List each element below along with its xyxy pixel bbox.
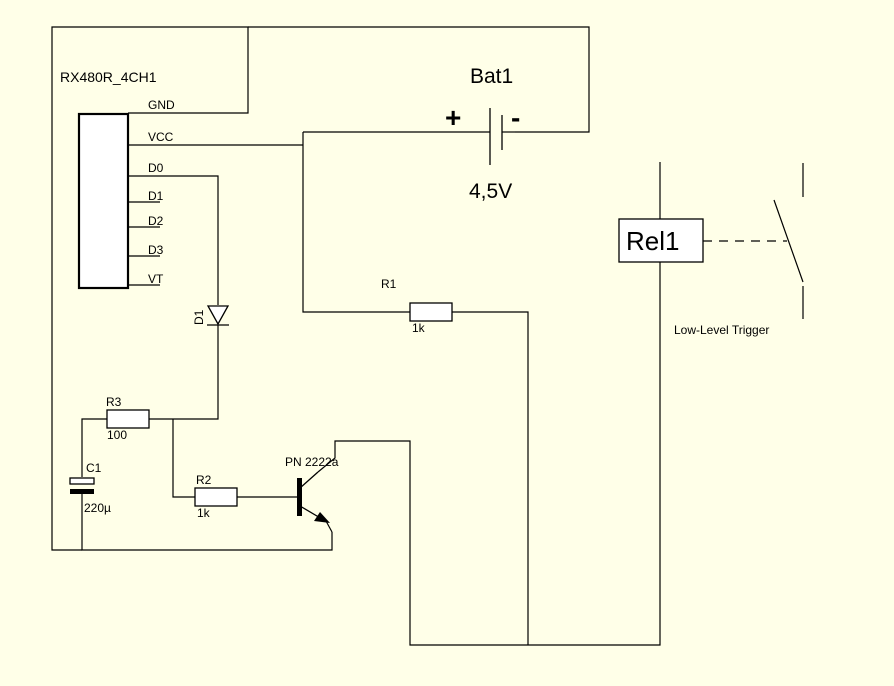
transistor-base-bar bbox=[297, 478, 302, 516]
wire-d0-diode bbox=[128, 175, 219, 305]
diode-triangle bbox=[206, 305, 230, 326]
pin-label-d0: D0 bbox=[148, 161, 164, 175]
receiver-body bbox=[77, 112, 130, 290]
r2-value: 1k bbox=[197, 506, 211, 520]
r3-value: 100 bbox=[107, 428, 127, 442]
pin-label-vt: VT bbox=[148, 272, 164, 286]
receiver-module: RX480R_4CH1 GND VCC D0 D1 D2 D3 VT bbox=[60, 69, 175, 290]
pin-label-d1: D1 bbox=[148, 189, 164, 203]
battery-voltage: 4,5V bbox=[469, 180, 512, 203]
wires bbox=[51, 26, 661, 646]
r2-body bbox=[194, 487, 238, 507]
relay-rel1: Rel1 Low-Level Trigger bbox=[618, 163, 804, 337]
c1-name: C1 bbox=[86, 461, 102, 475]
wire-vcc-r1 bbox=[302, 132, 410, 313]
pin-label-d2: D2 bbox=[148, 214, 164, 228]
pin-label-vcc: VCC bbox=[148, 130, 174, 144]
relay-note: Low-Level Trigger bbox=[674, 323, 769, 337]
r2-name: R2 bbox=[196, 473, 212, 487]
wire-battery-minus bbox=[248, 26, 590, 133]
switch-blade bbox=[773, 199, 804, 283]
r1-body bbox=[409, 302, 453, 322]
pin-label-d3: D3 bbox=[148, 243, 164, 257]
battery: Bat1 4,5V + - bbox=[445, 65, 520, 203]
r3-name: R3 bbox=[106, 395, 122, 409]
resistor-r1: R1 1k bbox=[381, 277, 453, 335]
resistor-r2: R2 1k bbox=[194, 473, 238, 520]
transistor-emitter-arrow bbox=[314, 512, 330, 523]
wire-c1-emitter bbox=[81, 494, 333, 551]
transistor-name: PN 2222a bbox=[285, 455, 339, 469]
r3-body bbox=[106, 409, 150, 429]
pin-label-gnd: GND bbox=[148, 98, 175, 112]
wire-r3-c1 bbox=[81, 418, 107, 477]
wire-gnd-loop bbox=[51, 26, 249, 551]
battery-minus-sign: - bbox=[511, 102, 520, 133]
relay-name: Rel1 bbox=[626, 226, 679, 256]
c1-value: 220µ bbox=[84, 501, 111, 515]
diode-name: D1 bbox=[192, 309, 206, 325]
transistor-emitter-lead bbox=[325, 520, 333, 533]
transistor-collector bbox=[299, 471, 319, 489]
wire-node-r2 bbox=[172, 419, 195, 498]
capacitor-c1: C1 220µ bbox=[69, 461, 111, 515]
r1-value: 1k bbox=[412, 321, 426, 335]
diode-d1: D1 bbox=[192, 305, 230, 326]
battery-name: Bat1 bbox=[470, 65, 513, 88]
transistor-pn2222a: PN 2222a bbox=[285, 455, 339, 533]
resistor-r3: R3 100 bbox=[106, 395, 150, 442]
battery-plus-sign: + bbox=[445, 102, 461, 133]
wire-diode-r3 bbox=[149, 325, 219, 420]
receiver-name: RX480R_4CH1 bbox=[60, 69, 157, 85]
wire-collector-relay bbox=[317, 262, 661, 646]
r1-name: R1 bbox=[381, 277, 397, 291]
wire-r1-bottom bbox=[452, 311, 529, 645]
c1-plate-minus bbox=[70, 489, 94, 494]
c1-plate-plus bbox=[69, 477, 95, 485]
